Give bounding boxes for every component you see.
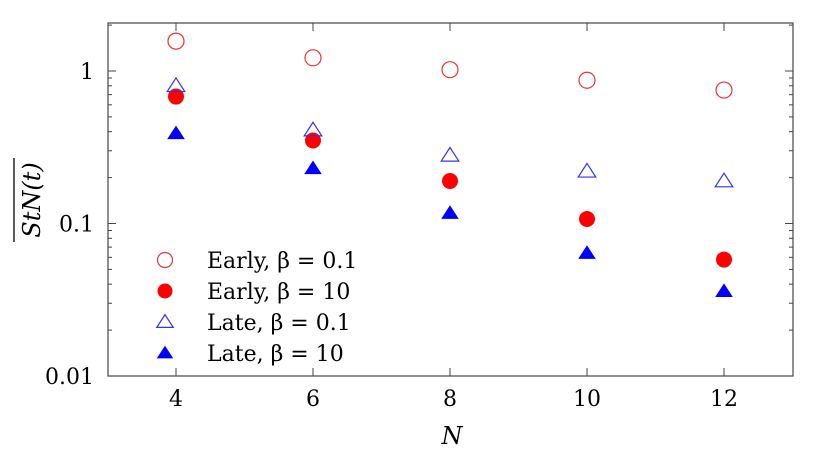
- filled-triangle-marker: [167, 125, 185, 140]
- filled-triangle-marker: [715, 283, 733, 297]
- legend-item-label: Late, β = 10: [207, 342, 344, 367]
- legend-item-label: Late, β = 0.1: [207, 311, 351, 336]
- y-tick-label: 1: [80, 60, 94, 85]
- filled-circle-marker: [579, 211, 595, 228]
- x-tick-label: 6: [306, 387, 320, 412]
- filled-circle-marker: [168, 88, 184, 105]
- open-circle-marker: [167, 32, 185, 50]
- filled-triangle-marker: [304, 160, 322, 175]
- open-triangle-marker: [714, 172, 734, 188]
- y-tick-label: 0.1: [59, 213, 94, 238]
- x-tick-label: 4: [169, 387, 183, 412]
- open-triangle-marker: [577, 162, 597, 178]
- open-circle-marker: [156, 251, 174, 269]
- filled-triangle-marker: [441, 205, 459, 219]
- legend-item-label: Early, β = 0.1: [207, 249, 357, 274]
- open-triangle-marker: [155, 313, 175, 328]
- y-axis-title-text: StN(t): [18, 162, 46, 237]
- filled-circle-marker: [716, 251, 732, 268]
- open-triangle-marker: [303, 121, 323, 137]
- filled-triangle-marker: [156, 345, 174, 359]
- open-circle-marker: [304, 49, 322, 67]
- open-circle-marker: [441, 61, 459, 79]
- open-triangle-marker: [166, 76, 186, 93]
- x-axis-title: N: [441, 422, 464, 450]
- filled-circle-marker: [157, 283, 173, 299]
- filled-circle-marker: [305, 132, 321, 149]
- y-axis: 0.01 0.1 1: [45, 24, 793, 390]
- y-tick-label: 0.01: [45, 365, 94, 390]
- legend-item-label: Early, β = 10: [207, 280, 350, 305]
- x-tick-label: 12: [710, 387, 738, 412]
- data-points: [166, 32, 734, 297]
- filled-circle-marker: [442, 172, 458, 189]
- open-circle-marker: [715, 81, 733, 99]
- x-tick-label: 10: [573, 387, 601, 412]
- filled-triangle-marker: [578, 245, 596, 259]
- x-tick-label: 8: [443, 387, 457, 412]
- open-circle-marker: [578, 71, 596, 89]
- x-axis: 4 6 8 10 12: [169, 23, 738, 412]
- y-axis-title: StN(t): [13, 158, 46, 242]
- open-triangle-marker: [440, 146, 460, 162]
